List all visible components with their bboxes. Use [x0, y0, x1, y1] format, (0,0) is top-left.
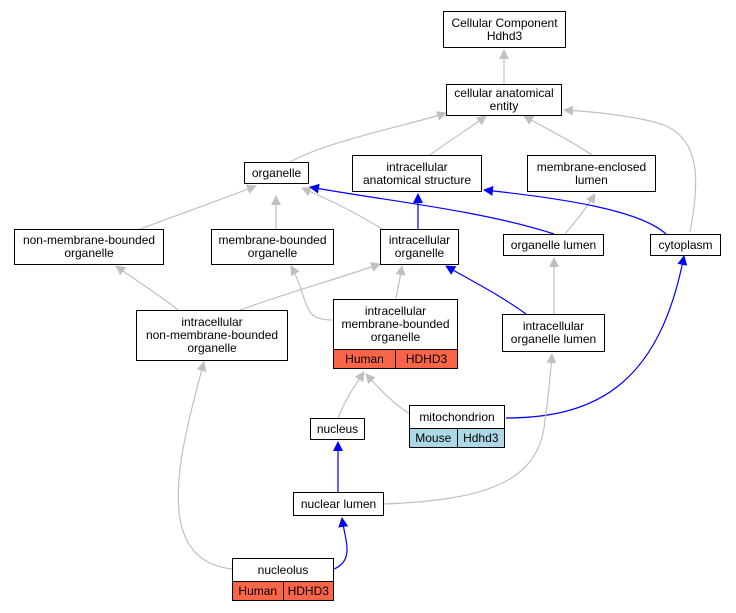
node-organelle[interactable]: organelle [244, 162, 309, 184]
species-tag-row: Human HDHD3 [232, 581, 334, 601]
node-cellular-component-hdhd3[interactable]: Cellular Component Hdhd3 [443, 11, 566, 48]
node-cellular-anatomical-entity[interactable]: cellular anatomical entity [446, 84, 562, 116]
edge-ias-cae [429, 115, 487, 156]
node-intracellular-membrane-bounded-organelle[interactable]: intracellular membrane-bounded organelle… [333, 299, 458, 369]
gene-tag: HDHD3 [282, 582, 333, 600]
edge-imbo-mbo [290, 265, 333, 321]
node-membrane-enclosed-lumen[interactable]: membrane-enclosed lumen [527, 155, 656, 192]
edge-inmbo-nmbo [115, 265, 179, 311]
node-nucleolus[interactable]: nucleolus Human HDHD3 [232, 558, 334, 601]
edge-ol-organelle [309, 183, 555, 235]
node-label-box: nucleolus [232, 558, 334, 581]
node-nuclear-lumen[interactable]: nuclear lumen [293, 492, 384, 516]
edge-nucleolus-inmbo [177, 361, 233, 570]
edge-ol-mel [564, 193, 596, 235]
node-intracellular-non-membrane-bounded-organelle[interactable]: intracellular non-membrane-bounded organ… [136, 310, 288, 361]
gene-tag: Hdhd3 [456, 429, 504, 447]
species-tag: Human [233, 582, 283, 600]
species-tag-row: Human HDHD3 [333, 349, 458, 369]
node-intracellular-anatomical-structure[interactable]: intracellular anatomical structure [352, 155, 482, 192]
edge-nucleolus-nl [333, 517, 349, 570]
edge-mito-imbo [365, 373, 411, 415]
edge-organelle-cae [289, 111, 447, 163]
species-tag: Mouse [410, 429, 457, 447]
node-cytoplasm[interactable]: cytoplasm [650, 234, 721, 256]
edge-cyto-ias [483, 185, 667, 235]
edge-mito-cyto [505, 255, 688, 419]
gene-tag: HDHD3 [395, 350, 457, 368]
edge-nmbo-organelle [139, 184, 257, 230]
node-nucleus[interactable]: nucleus [310, 418, 365, 440]
edge-cyto-cae [563, 105, 697, 233]
species-tag-row: Mouse Hdhd3 [409, 428, 505, 448]
edge-nucleus-imbo [337, 371, 365, 419]
node-intracellular-organelle[interactable]: intracellular organelle [380, 229, 459, 265]
edge-nl-iol [383, 353, 557, 505]
edge-inmbo-io [239, 262, 381, 311]
node-organelle-lumen[interactable]: organelle lumen [503, 234, 604, 256]
node-mitochondrion[interactable]: mitochondrion Mouse Hdhd3 [409, 405, 505, 448]
node-intracellular-organelle-lumen[interactable]: intracellular organelle lumen [502, 314, 605, 352]
edge-iol-io [445, 265, 527, 315]
node-label-box: mitochondrion [409, 405, 505, 428]
node-membrane-bounded-organelle[interactable]: membrane-bounded organelle [211, 229, 334, 265]
node-label-box: intracellular membrane-bounded organelle [333, 299, 458, 349]
edge-imbo-io [395, 265, 406, 299]
node-non-membrane-bounded-organelle[interactable]: non-membrane-bounded organelle [14, 229, 164, 265]
edge-io-organelle [301, 186, 383, 230]
species-tag: Human [334, 350, 395, 368]
edge-mel-cae [523, 115, 593, 156]
